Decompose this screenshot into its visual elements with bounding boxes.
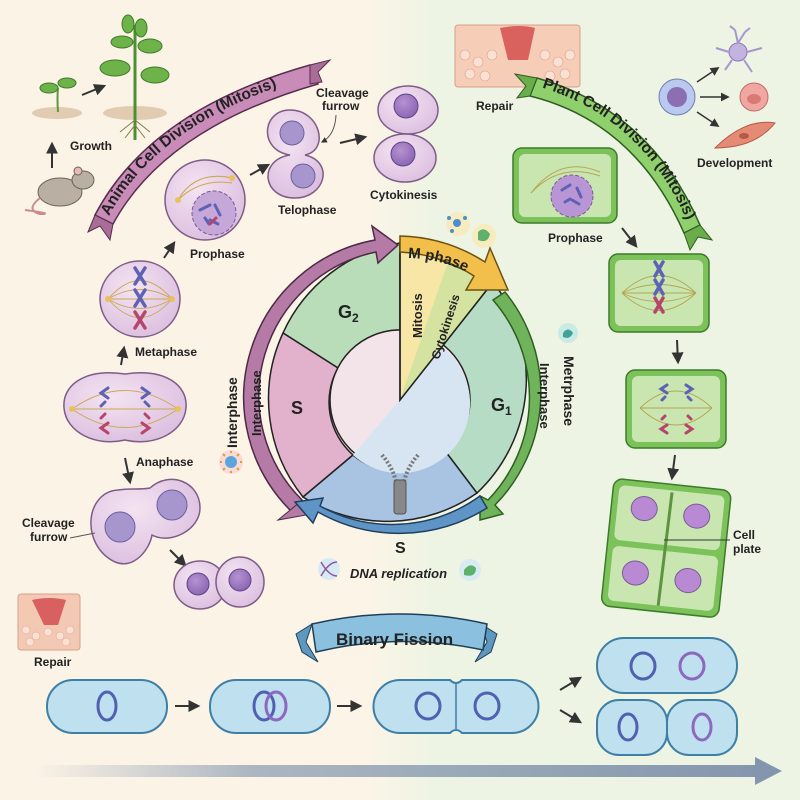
arrow <box>169 549 187 567</box>
repair-label-left: Repair <box>34 655 72 669</box>
animal-prophase-label: Prophase <box>190 247 245 261</box>
s-bottom-label: S <box>395 540 406 557</box>
virus-icon <box>219 450 243 474</box>
stem-cell-icon <box>658 78 696 116</box>
cleavage-furrow-label-left: Cleavage <box>22 516 75 530</box>
g1-label: G1 <box>491 395 512 418</box>
cell-plate-label-2: plate <box>733 542 761 556</box>
arrow <box>621 227 638 248</box>
plant-icon <box>99 14 170 140</box>
animal-daughter-cells <box>173 556 265 610</box>
arrow <box>559 676 583 691</box>
cell-plate-label: Cell <box>733 528 755 542</box>
arrow <box>339 133 368 146</box>
cell-cycle-wheel <box>267 241 528 523</box>
rat-icon <box>24 166 95 216</box>
bacterium-stage-3 <box>372 679 540 734</box>
arrow <box>696 111 720 127</box>
skin-repair-icon-right <box>454 24 581 88</box>
bacterium-stage-4-bottom <box>596 699 738 756</box>
plant-prophase-label: Prophase <box>548 231 603 245</box>
bacteria-icon <box>472 224 496 248</box>
arrow <box>667 454 680 481</box>
animal-metaphase-label: Metaphase <box>135 345 197 359</box>
leader-line <box>69 532 96 539</box>
enzyme-icon <box>558 323 578 343</box>
arrow <box>116 345 129 366</box>
skin-repair-icon-left <box>17 593 81 651</box>
mitosis-label: Mitosis <box>410 293 425 338</box>
interphase-arrow-right <box>479 290 542 521</box>
binary-fission-title: Binary Fission <box>336 630 453 649</box>
cytokinesis-wedge <box>400 262 493 400</box>
interphase-outer-label: Interphase <box>224 377 240 448</box>
plant-anaphase-cell <box>625 369 727 449</box>
seedling-icon <box>32 77 82 119</box>
arrow <box>249 163 271 176</box>
molecule-icon <box>446 212 470 236</box>
s-left-label: S <box>291 398 303 418</box>
protein-icon <box>459 559 481 581</box>
animal-late-telophase-cell <box>90 478 201 565</box>
g2-label: G2 <box>338 302 359 325</box>
arrow <box>81 84 107 96</box>
timeline-arrow <box>35 757 782 785</box>
animal-prophase-cell <box>164 159 246 241</box>
bacterium-stage-1 <box>46 679 168 734</box>
red-blood-cell-icon <box>739 82 769 112</box>
cleavage-furrow-label-left-2: furrow <box>30 530 68 544</box>
arrow <box>559 709 583 724</box>
s-phase-arrow <box>293 494 489 535</box>
cleavage-furrow-label-top-2: furrow <box>322 99 360 113</box>
plant-cell-plate-cell <box>600 478 732 618</box>
interphase-inner-label: Interphase <box>249 370 264 436</box>
animal-anaphase-label: Anaphase <box>136 455 194 469</box>
binary-fission-banner: Binary Fission <box>295 613 498 663</box>
interphase-right-label: Interphase <box>537 363 552 429</box>
metrphase-label: Metrphase <box>561 356 577 426</box>
arrow <box>320 114 337 143</box>
muscle-cell-icon <box>713 121 776 149</box>
m-phase-arrow <box>399 235 510 291</box>
dna-replication-label: DNA replication <box>350 566 447 581</box>
animal-anaphase-cell <box>63 372 187 443</box>
animal-cytokinesis-cells <box>373 85 439 183</box>
zipper-icon <box>380 453 420 515</box>
arrow <box>696 67 720 83</box>
bacterium-stage-4-top <box>596 637 738 694</box>
animal-telophase-cell <box>266 109 324 199</box>
plant-prophase-cell <box>512 147 618 224</box>
neuron-icon <box>715 25 763 73</box>
arrow <box>122 457 134 485</box>
development-label: Development <box>697 156 772 170</box>
animal-telophase-label: Telophase <box>278 203 337 217</box>
growth-label: Growth <box>70 139 112 153</box>
animal-metaphase-cell <box>99 260 181 338</box>
cleavage-furrow-label-top: Cleavage <box>316 86 369 100</box>
repair-label-right: Repair <box>476 99 514 113</box>
arrow <box>163 241 176 259</box>
arrow <box>671 339 684 365</box>
dna-icon <box>318 558 340 580</box>
plant-metaphase-cell <box>608 253 710 333</box>
animal-cytokinesis-label: Cytokinesis <box>370 188 438 202</box>
bacterium-stage-2 <box>209 679 331 734</box>
